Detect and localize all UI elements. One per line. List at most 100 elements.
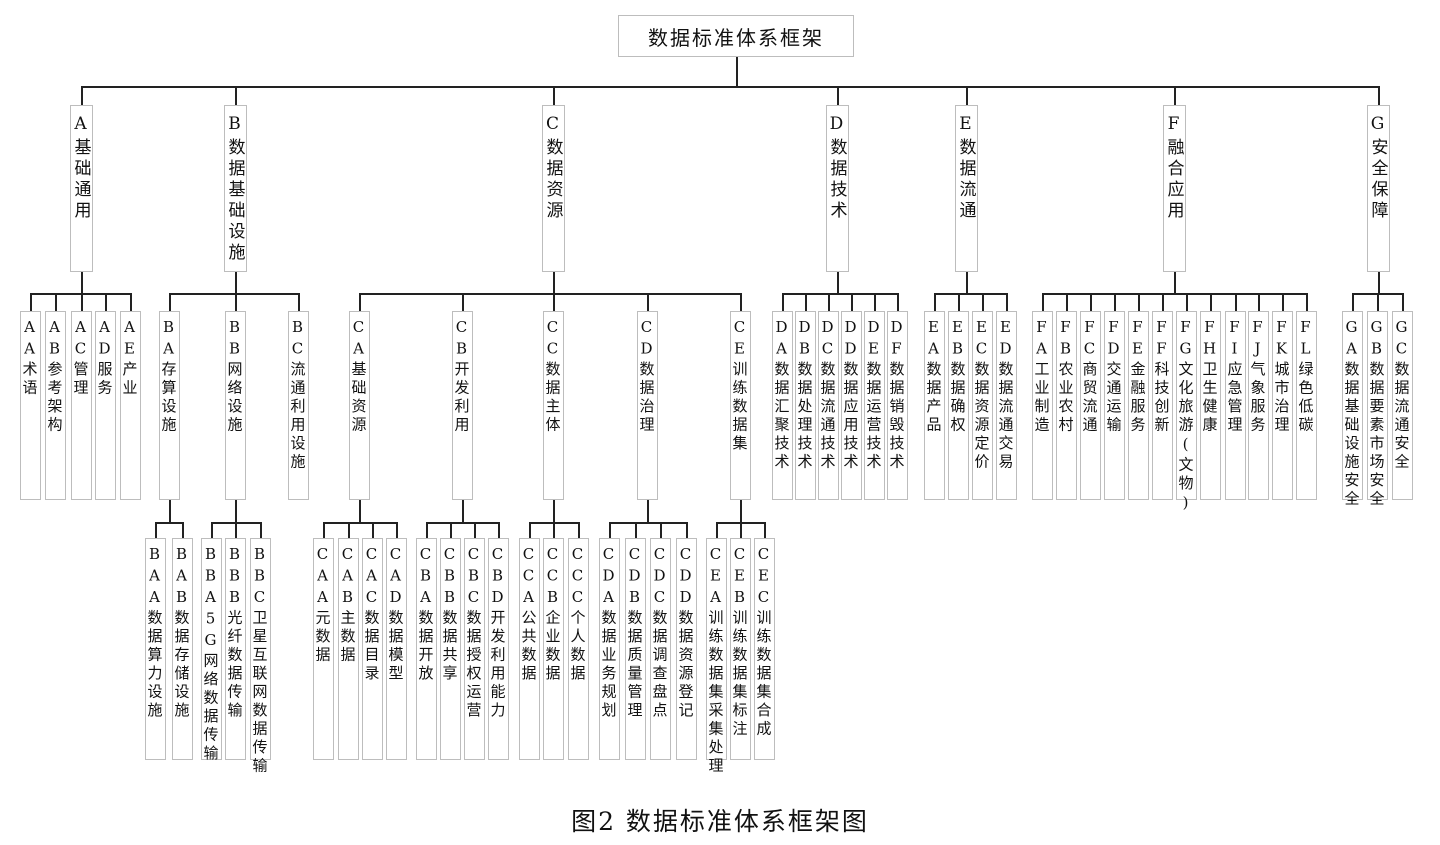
subcategory-node: DB数据处理技术 (794, 311, 816, 500)
node-label: DE数据运营技术 (864, 318, 883, 472)
connector-line (81, 86, 1380, 88)
connector-line (578, 522, 580, 538)
subcategory-node: FF科技创新 (1151, 311, 1173, 500)
category-node: F融合应用 (1162, 105, 1186, 272)
connector-line (851, 293, 853, 311)
connector-line (81, 293, 83, 311)
subcategory-node: FD交通运输 (1103, 311, 1125, 500)
connector-line (155, 522, 157, 538)
subcategory-node: CE训练数据集 (729, 311, 751, 500)
connector-line (235, 293, 237, 311)
subcategory-node: FH卫生健康 (1199, 311, 1221, 500)
node-label: DF数据销毁技术 (887, 318, 906, 472)
subcategory-node: AD服务 (94, 311, 116, 500)
connector-line (1162, 293, 1164, 311)
standard-node: CAA元数据 (312, 538, 334, 760)
node-label: BBB光纤数据传输 (225, 545, 244, 721)
subcategory-node: GA数据基础设施安全 (1341, 311, 1363, 509)
node-label: C数据资源 (542, 114, 563, 222)
connector-line (897, 293, 899, 311)
connector-line (1377, 293, 1379, 311)
node-label: CEB训练数据集标注 (730, 545, 749, 739)
connector-line (966, 272, 968, 293)
connector-line (805, 293, 807, 311)
node-label: CA基础资源 (349, 318, 368, 435)
connector-line (130, 293, 132, 311)
standard-node: BAA数据算力设施 (144, 538, 166, 760)
connector-line (1378, 272, 1380, 293)
connector-line (359, 293, 361, 311)
subcategory-node: AC管理 (70, 311, 92, 500)
connector-line (553, 272, 555, 293)
node-label: CDD数据资源登记 (676, 545, 695, 721)
connector-line (359, 500, 361, 522)
node-label: CAB主数据 (338, 545, 357, 665)
node-label: CCB企业数据 (543, 545, 562, 684)
connector-line (764, 522, 766, 538)
node-label: AA术语 (20, 318, 39, 398)
subcategory-node: GB数据要素市场安全 (1366, 311, 1388, 509)
connector-line (155, 522, 184, 524)
node-label: CCC个人数据 (568, 545, 587, 684)
connector-line (934, 293, 936, 311)
connector-line (635, 522, 637, 538)
subcategory-node: BA存算设施 (158, 311, 180, 500)
category-node: B数据基础设施 (223, 105, 247, 272)
node-label: A基础通用 (70, 114, 91, 222)
node-label: FF科技创新 (1152, 318, 1171, 435)
node-label: BAB数据存储设施 (172, 545, 191, 721)
subcategory-node: FL绿色低碳 (1295, 311, 1317, 500)
category-node: A基础通用 (69, 105, 93, 272)
subcategory-node: AB参考架构 (44, 311, 66, 500)
connector-line (1258, 293, 1260, 311)
subcategory-node: CA基础资源 (348, 311, 370, 500)
node-label: FH卫生健康 (1200, 318, 1219, 435)
standard-node: CCC个人数据 (567, 538, 589, 760)
connector-line (529, 522, 531, 538)
connector-line (323, 522, 398, 524)
subcategory-node: FE金融服务 (1127, 311, 1149, 500)
standard-node: BBB光纤数据传输 (224, 538, 246, 760)
node-label: FL绿色低碳 (1296, 318, 1315, 435)
connector-line (426, 522, 428, 538)
node-label: CB开发利用 (452, 318, 471, 435)
connector-line (81, 86, 83, 105)
category-node: D数据技术 (825, 105, 849, 272)
node-label: FD交通运输 (1104, 318, 1123, 435)
connector-line (169, 293, 171, 311)
node-label: FK城市治理 (1272, 318, 1291, 435)
connector-line (828, 293, 830, 311)
connector-line (716, 522, 718, 538)
connector-line (958, 293, 960, 311)
node-label: FA工业制造 (1032, 318, 1051, 435)
node-label: CE训练数据集 (730, 318, 749, 454)
connector-line (235, 500, 237, 522)
node-label: DC数据流通技术 (818, 318, 837, 472)
node-label: FG文化旅游(文物) (1176, 318, 1195, 515)
standard-node: CCB企业数据 (542, 538, 564, 760)
connector-line (30, 293, 132, 295)
connector-line (1066, 293, 1068, 311)
connector-line (1210, 293, 1212, 311)
connector-line (1306, 293, 1308, 311)
connector-line (740, 500, 742, 522)
connector-line (736, 57, 738, 86)
node-label: E数据流通 (955, 114, 976, 222)
subcategory-node: EB数据确权 (947, 311, 969, 500)
node-label: EA数据产品 (924, 318, 943, 435)
connector-line (1042, 293, 1044, 311)
standard-node: CDD数据资源登记 (675, 538, 697, 760)
connector-line (323, 522, 325, 538)
node-label: CBD开发利用能力 (488, 545, 507, 721)
connector-line (260, 522, 262, 538)
subcategory-node: EC数据资源定价 (971, 311, 993, 500)
node-label: AD服务 (95, 318, 114, 398)
subcategory-node: CC数据主体 (542, 311, 564, 500)
node-label: DB数据处理技术 (795, 318, 814, 472)
connector-line (498, 522, 500, 538)
connector-line (1042, 293, 1308, 295)
subcategory-node: DD数据应用技术 (840, 311, 862, 500)
subcategory-node: CD数据治理 (636, 311, 658, 500)
connector-line (359, 293, 742, 295)
node-label: CAD数据模型 (386, 545, 405, 684)
